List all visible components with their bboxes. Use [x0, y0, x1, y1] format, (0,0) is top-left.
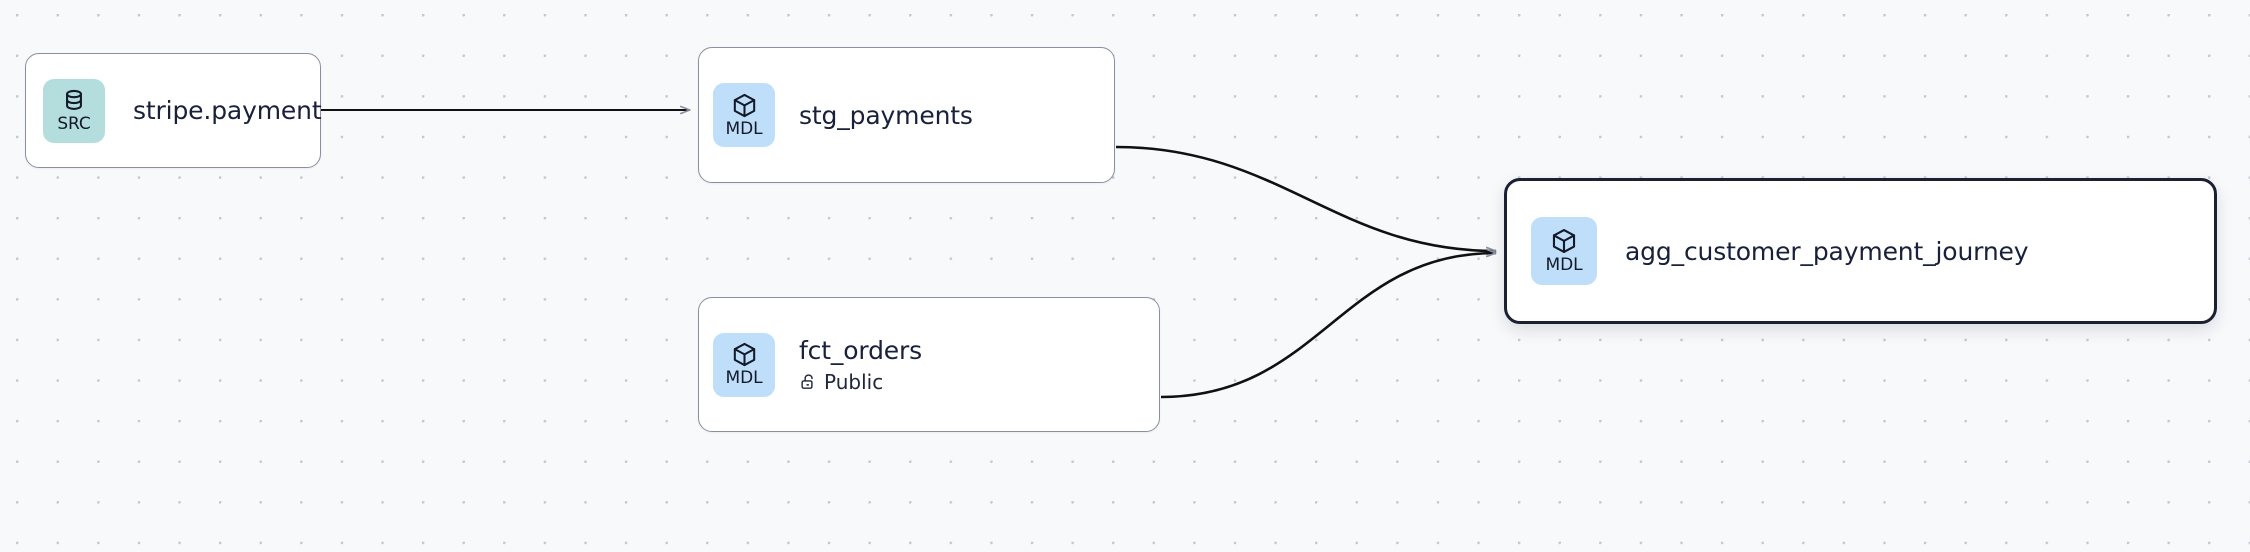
cube-icon [731, 341, 758, 368]
node-title: fct_orders [799, 335, 923, 365]
node-body: stg_payments [799, 100, 973, 131]
edge-fct-to-agg [1160, 248, 1497, 399]
node-badge-src: SRC [43, 78, 105, 143]
node-badge-label: SRC [57, 113, 91, 134]
node-body: agg_customer_payment_journey [1625, 236, 2029, 267]
lineage-node-stg-payments[interactable]: MDL stg_payments [698, 47, 1115, 183]
node-title: agg_customer_payment_journey [1625, 236, 2029, 266]
node-badge-mdl: MDL [713, 332, 775, 397]
node-body: fct_orders Public [799, 335, 922, 395]
node-badge-mdl: MDL [1531, 217, 1597, 285]
node-badge-mdl: MDL [713, 83, 775, 147]
node-badge-label: MDL [1545, 255, 1583, 275]
cube-icon [731, 92, 758, 119]
lineage-node-agg-customer-payment-journey[interactable]: MDL agg_customer_payment_journey [1504, 178, 2217, 324]
node-visibility: Public [799, 369, 922, 395]
node-badge-label: MDL [725, 118, 763, 139]
cube-icon [1550, 227, 1578, 255]
node-body: stripe.payment [133, 95, 322, 126]
node-title: stg_payments [799, 100, 973, 130]
unlock-icon [799, 373, 817, 391]
lineage-node-stripe-payment[interactable]: SRC stripe.payment [25, 53, 322, 168]
database-icon [61, 88, 87, 114]
node-badge-label: MDL [725, 368, 763, 388]
lineage-node-fct-orders[interactable]: MDL fct_orders Public [698, 297, 1160, 432]
node-title: stripe.payment [133, 96, 322, 125]
edge-stg-to-agg [1115, 145, 1497, 256]
node-visibility-label: Public [824, 369, 884, 394]
